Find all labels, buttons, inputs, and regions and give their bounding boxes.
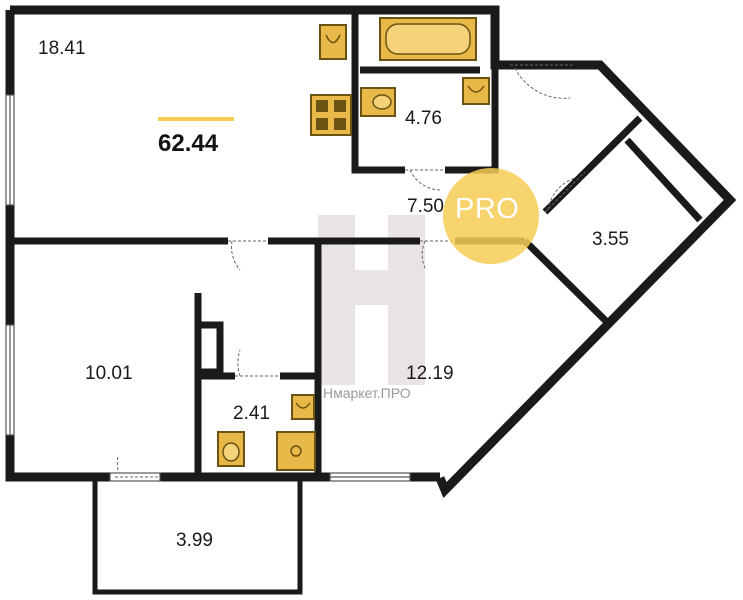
bathtub-icon [379, 17, 477, 61]
sink-bath-icon [462, 77, 490, 105]
toilet-wc-icon [217, 431, 245, 467]
window-left-bottom [5, 324, 15, 436]
outer-walls [5, 5, 737, 498]
room-area-kitchen: 12.19 [406, 363, 454, 384]
window-left-top [5, 94, 15, 206]
room-area-wc: 2.41 [233, 403, 270, 424]
total-area: 62.44 [158, 130, 219, 157]
room-area-balcony: 3.99 [176, 530, 213, 551]
window-bottom-kitchen [329, 472, 411, 482]
total-area-underline [158, 117, 234, 121]
watermark-badge-text: PRO [455, 193, 520, 225]
sink-icon [319, 24, 347, 60]
room-area-pantry: 3.55 [592, 229, 629, 250]
sink-wc-icon [291, 394, 315, 420]
toilet-icon [360, 87, 396, 117]
room-area-bedroom: 10.01 [85, 363, 133, 384]
shower-icon [276, 431, 316, 471]
room-area-bath: 4.76 [405, 108, 442, 129]
balcony-walls [92, 481, 303, 595]
watermark-logo [318, 215, 425, 385]
room-area-hall: 7.50 [407, 196, 444, 217]
doors [115, 64, 586, 478]
room-area-living: 18.41 [38, 38, 86, 59]
watermark-text: Нмаркет.ПРО [323, 385, 411, 401]
stove-icon [310, 94, 352, 136]
watermark-badge [443, 168, 539, 264]
